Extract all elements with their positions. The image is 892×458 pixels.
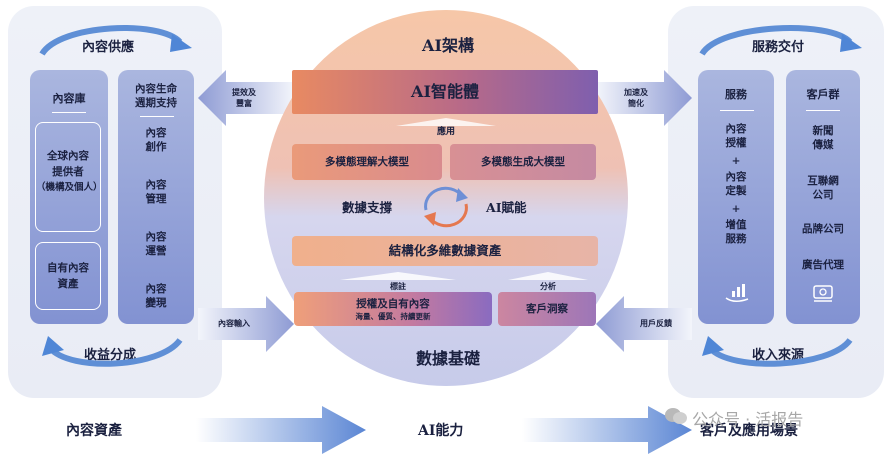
accelerate-label-2: 簡化 bbox=[628, 98, 644, 108]
global-providers-line1: 全球內容 bbox=[47, 150, 89, 162]
licensed-owned-content-title: 授權及自有內容 bbox=[356, 298, 430, 310]
efficiency-label-2: 豐富 bbox=[236, 98, 252, 108]
service-value-added-1: 增值 bbox=[725, 219, 747, 231]
annotate-label: 標註 bbox=[390, 281, 406, 291]
right-arrow-accelerate bbox=[596, 70, 692, 126]
global-providers-line2: 提供者 bbox=[52, 166, 84, 178]
services-column: 服務 內容 授權 + 內容 定製 + 增值 服務 bbox=[698, 70, 774, 324]
customer-news-2: 傳媒 bbox=[812, 139, 834, 151]
ai-architecture-title: AI架構 bbox=[422, 36, 474, 55]
service-value-added-2: 服務 bbox=[725, 233, 747, 245]
global-providers-box: 全球內容 提供者 （機構及個人） bbox=[35, 122, 103, 232]
owned-assets-line1: 自有內容 bbox=[47, 262, 89, 274]
apply-label: 應用 bbox=[436, 127, 455, 137]
plus-sign: + bbox=[731, 155, 741, 167]
customer-internet-2: 公司 bbox=[812, 189, 834, 201]
up-chevron-icon bbox=[340, 272, 456, 280]
owned-assets-box: 自有內容 資產 bbox=[35, 242, 101, 310]
revenue-source-label: 收入來源 bbox=[752, 348, 805, 363]
curved-arrow-icon bbox=[699, 25, 862, 56]
left-arrow-efficiency bbox=[198, 70, 294, 126]
owned-assets-line2: 資產 bbox=[57, 278, 79, 290]
customers-title: 客戶群 bbox=[806, 88, 840, 101]
lifecycle-item-manage-2: 管理 bbox=[145, 193, 167, 205]
customer-brand: 品牌公司 bbox=[802, 223, 844, 235]
divider bbox=[140, 116, 174, 117]
service-licensing-2: 授權 bbox=[725, 137, 747, 149]
ai-agent-label: AI智能體 bbox=[411, 82, 479, 101]
lifecycle-item-create-2: 創作 bbox=[145, 141, 167, 153]
ai-capability-label: AI能力 bbox=[418, 423, 464, 439]
content-input-label: 內容輸入 bbox=[218, 318, 250, 328]
wechat-icon bbox=[665, 408, 687, 424]
customer-insight-label: 客戶洞察 bbox=[526, 303, 568, 315]
right-arrow-content-input bbox=[198, 296, 294, 352]
ai-agent-bar: AI智能體 bbox=[292, 70, 598, 114]
service-custom-1: 內容 bbox=[725, 171, 747, 183]
service-licensing-1: 內容 bbox=[725, 123, 747, 135]
curved-arrow-icon bbox=[42, 336, 183, 367]
curved-arrow-icon bbox=[702, 336, 853, 367]
analyze-label: 分析 bbox=[540, 281, 556, 291]
lifecycle-item-monetize-1: 內容 bbox=[145, 283, 167, 295]
content-library-title: 內容庫 bbox=[52, 92, 86, 105]
lifecycle-title-line2: 週期支持 bbox=[135, 97, 177, 109]
lifecycle-title-line1: 內容生命 bbox=[135, 83, 177, 95]
lifecycle-item-create-1: 內容 bbox=[145, 127, 167, 139]
cycle-arrows-icon bbox=[424, 186, 468, 228]
data-foundation-title: 數據基礎 bbox=[415, 349, 480, 368]
multimodal-understanding-box: 多模態理解大模型 bbox=[292, 144, 442, 180]
efficiency-label-1: 提效及 bbox=[232, 87, 256, 97]
lifecycle-support-column: 內容生命 週期支持 內容 創作 內容 管理 內容 運營 內容 變現 bbox=[118, 70, 194, 324]
customer-scenarios-label: 客戶及應用場景 bbox=[700, 423, 798, 439]
revenue-share-label: 收益分成 bbox=[84, 348, 137, 363]
accelerate-label-1: 加速及 bbox=[624, 87, 648, 97]
lifecycle-item-monetize-2: 變現 bbox=[145, 297, 167, 309]
service-custom-2: 定製 bbox=[725, 185, 747, 197]
content-assets-label: 內容資產 bbox=[66, 423, 122, 439]
multimodal-understanding-label: 多模態理解大模型 bbox=[325, 156, 409, 168]
divider bbox=[52, 112, 86, 113]
lifecycle-item-manage-1: 內容 bbox=[145, 179, 167, 191]
global-providers-line3: （機構及個人） bbox=[36, 182, 103, 193]
divider bbox=[806, 110, 840, 111]
service-delivery-label: 服務交付 bbox=[752, 40, 805, 55]
licensed-owned-content-box: 授權及自有內容 海量、優質、持續更新 bbox=[294, 292, 492, 326]
licensed-owned-content-sub: 海量、優質、持續更新 bbox=[355, 312, 431, 321]
left-arrow-user-feedback bbox=[596, 296, 692, 352]
up-chevron-icon bbox=[396, 118, 496, 126]
customer-internet-1: 互聯網 bbox=[807, 175, 839, 187]
multimodal-generation-box: 多模態生成大模型 bbox=[450, 144, 596, 180]
customers-column: 客戶群 新聞 傳媒 互聯網 公司 品牌公司 廣告代理 bbox=[786, 70, 860, 324]
multimodal-generation-label: 多模態生成大模型 bbox=[481, 156, 565, 168]
data-support-label: 數據支撐 bbox=[342, 200, 393, 215]
services-title: 服務 bbox=[725, 88, 747, 101]
plus-sign: + bbox=[731, 203, 741, 215]
content-library-column: 內容庫 全球內容 提供者 （機構及個人） 自有內容 資產 bbox=[30, 70, 108, 324]
divider bbox=[720, 110, 754, 111]
customer-news-1: 新聞 bbox=[812, 125, 834, 137]
lifecycle-item-operate-1: 內容 bbox=[145, 231, 167, 243]
hand-chart-icon bbox=[725, 284, 749, 302]
structured-data-assets-bar: 結構化多維數據資產 bbox=[292, 236, 598, 266]
customer-agency: 廣告代理 bbox=[802, 259, 844, 271]
money-icon bbox=[813, 285, 833, 302]
bottom-arrow-1 bbox=[196, 406, 366, 454]
up-chevron-icon bbox=[508, 272, 588, 280]
watermark-text: 公众号 · 活报告 bbox=[692, 410, 804, 429]
user-feedback-label: 用戶反饋 bbox=[640, 318, 672, 328]
customer-insight-box: 客戶洞察 bbox=[498, 292, 596, 326]
content-supply-label: 內容供應 bbox=[82, 40, 135, 55]
curved-arrow-icon bbox=[39, 25, 192, 56]
structured-data-assets-label: 結構化多維數據資產 bbox=[388, 243, 502, 258]
bottom-arrow-2 bbox=[522, 406, 692, 454]
ai-empower-label: AI賦能 bbox=[486, 200, 527, 215]
lifecycle-item-operate-2: 運營 bbox=[145, 245, 167, 257]
